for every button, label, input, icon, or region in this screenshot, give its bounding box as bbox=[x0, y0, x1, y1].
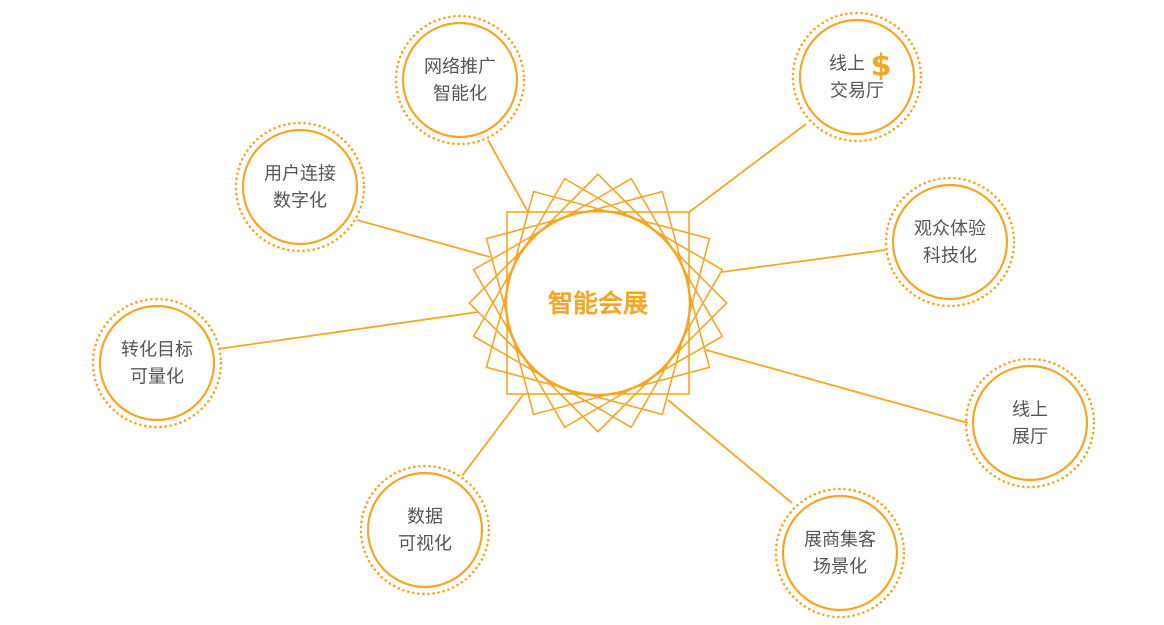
node-label-line: 数据 bbox=[407, 507, 443, 528]
node-label-line: 线上 bbox=[829, 54, 865, 75]
center-hub: 智能会展 bbox=[504, 209, 692, 397]
node-circle bbox=[781, 494, 899, 612]
node-label-line: 科技化 bbox=[923, 246, 977, 267]
node-circle bbox=[891, 183, 1009, 301]
dollar-icon: $ bbox=[871, 49, 892, 84]
node-dotted-ring bbox=[791, 11, 923, 143]
node-label-line: 智能化 bbox=[433, 84, 487, 105]
node-dotted-ring bbox=[774, 487, 906, 619]
node-circle bbox=[401, 21, 519, 139]
connector-line-data-visual bbox=[461, 394, 524, 477]
node-label-line: 展厅 bbox=[1012, 427, 1048, 448]
node-dotted-ring bbox=[359, 464, 491, 596]
node-label-line: 转化目标 bbox=[121, 340, 193, 361]
center-circle bbox=[504, 209, 692, 397]
satellite-nodes: 线上交易厅$观众体验科技化线上展厅展商集客场景化数据可视化转化目标可量化用户连接… bbox=[91, 11, 1096, 619]
node-circle bbox=[798, 18, 916, 136]
center-label: 智能会展 bbox=[548, 289, 648, 318]
node-dotted-ring bbox=[91, 297, 223, 429]
node-label-line: 网络推广 bbox=[424, 57, 496, 78]
node-label-line: 展商集客 bbox=[804, 530, 876, 551]
node-label-line: 线上 bbox=[1012, 400, 1048, 421]
node-dotted-ring bbox=[964, 357, 1096, 489]
node-label-line: 交易厅 bbox=[830, 81, 884, 102]
connector-line-user-connect bbox=[356, 219, 491, 258]
node-label-line: 数字化 bbox=[273, 191, 327, 212]
connector-line-conversion-goal bbox=[217, 311, 479, 350]
node-label-line: 用户连接 bbox=[264, 164, 336, 185]
connector-line-exhibit-scene bbox=[667, 399, 793, 504]
node-label-line: 场景化 bbox=[813, 557, 867, 578]
node-circle bbox=[366, 471, 484, 589]
connector-lines bbox=[217, 123, 969, 504]
node-label-line: 观众体验 bbox=[914, 219, 986, 240]
connector-line-online-exchange bbox=[687, 123, 807, 214]
node-label-line: 可量化 bbox=[130, 367, 184, 388]
node-dotted-ring bbox=[234, 121, 366, 253]
node-label-line: 可视化 bbox=[398, 534, 452, 555]
node-dotted-ring bbox=[394, 14, 526, 146]
node-circle bbox=[98, 304, 216, 422]
connector-line-audience-tech bbox=[721, 249, 886, 273]
connector-line-network-promo bbox=[487, 139, 529, 213]
node-dotted-ring bbox=[884, 176, 1016, 308]
node-circle bbox=[971, 364, 1089, 482]
node-circle bbox=[241, 128, 359, 246]
connector-line-online-hall bbox=[705, 349, 969, 424]
